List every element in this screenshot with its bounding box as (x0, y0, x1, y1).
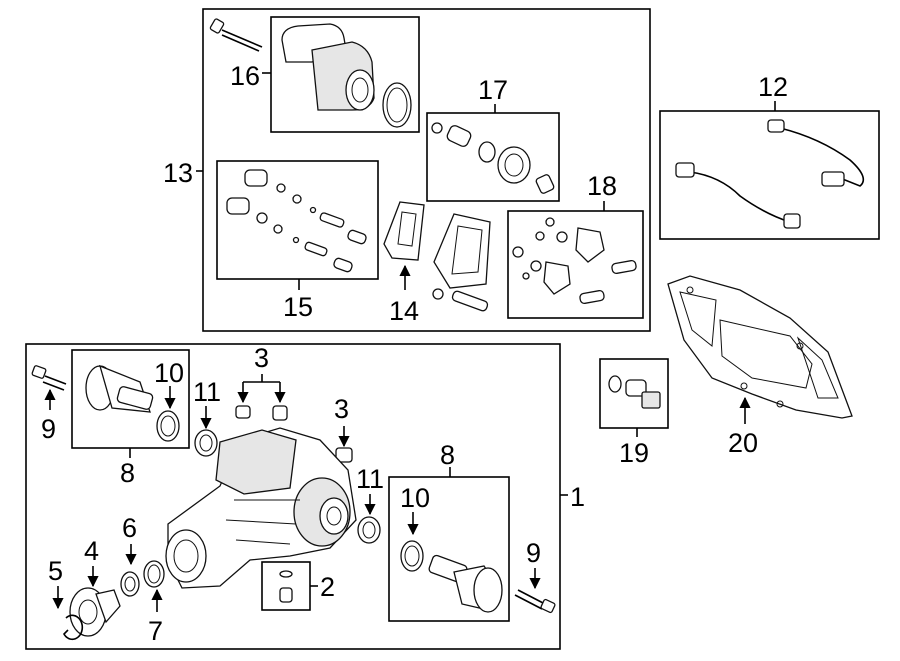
part-14-control-module[interactable] (383, 201, 491, 312)
part-20-mount-plate[interactable] (667, 275, 853, 419)
part-3-plug-right[interactable] (335, 447, 353, 463)
part-10-seal-right[interactable] (400, 540, 424, 572)
part-2-drain-plug[interactable] (279, 570, 293, 603)
part-5-circlip[interactable] (63, 614, 84, 641)
group-box-15 (216, 160, 379, 280)
part-9-bolt-right[interactable] (514, 589, 556, 614)
callout-5[interactable]: 5 (48, 556, 63, 586)
callout-7[interactable]: 7 (148, 616, 163, 646)
callout-3-top[interactable]: 3 (254, 343, 269, 373)
group-box-2 (261, 561, 311, 611)
callout-14[interactable]: 14 (389, 296, 419, 326)
bolt-icon (209, 18, 263, 52)
callout-20[interactable]: 20 (728, 428, 758, 458)
part-3-plug-top[interactable] (235, 405, 288, 421)
callout-17[interactable]: 17 (478, 75, 508, 105)
part-7-oring[interactable] (143, 560, 165, 588)
callout-19[interactable]: 19 (619, 438, 649, 468)
callout-11-left[interactable]: 11 (193, 377, 221, 407)
callout-10-right[interactable]: 10 (400, 483, 430, 513)
part-8-flange-left[interactable] (85, 364, 154, 413)
part-6-seal[interactable] (120, 571, 140, 597)
part-11-washer-left[interactable] (194, 429, 218, 457)
part-4-drive-flange[interactable] (69, 587, 121, 637)
group-box-8-right (388, 476, 510, 622)
callout-16[interactable]: 16 (230, 61, 260, 91)
callout-2[interactable]: 2 (320, 572, 335, 602)
callout-1[interactable]: 1 (570, 482, 585, 512)
part-12-breather-hose[interactable] (675, 119, 865, 229)
callout-15[interactable]: 15 (283, 292, 313, 322)
group-box-18 (507, 210, 644, 319)
callout-9-right[interactable]: 9 (526, 538, 541, 568)
callout-13[interactable]: 13 (163, 158, 193, 188)
part-15-fastener-kit[interactable] (226, 169, 367, 273)
part-18-sensor-kit[interactable] (512, 217, 637, 305)
callout-11-right[interactable]: 11 (356, 464, 384, 494)
part-19-sensor[interactable] (608, 375, 661, 409)
part-9-bolt-left[interactable] (31, 365, 67, 391)
callout-12[interactable]: 12 (758, 72, 788, 102)
part-16-actuator[interactable] (262, 16, 420, 133)
callout-4[interactable]: 4 (84, 536, 99, 566)
callout-18[interactable]: 18 (587, 171, 617, 201)
part-11-washer-right[interactable] (357, 516, 381, 544)
part-17-seal-kit[interactable] (431, 122, 555, 194)
part-10-seal-left[interactable] (156, 410, 180, 442)
part-8-flange-right[interactable] (428, 554, 503, 613)
callout-9-left[interactable]: 9 (41, 414, 56, 444)
group-box-12 (659, 110, 880, 240)
group-box-17 (426, 112, 560, 202)
callout-8-right[interactable]: 8 (440, 440, 455, 470)
callout-6[interactable]: 6 (122, 513, 137, 543)
group-box-13 (202, 8, 651, 332)
callout-8-left[interactable]: 8 (120, 458, 135, 488)
callout-3-right[interactable]: 3 (334, 394, 349, 424)
part-1-differential-housing[interactable] (165, 427, 357, 589)
group-box-16 (270, 16, 420, 133)
group-box-1 (25, 343, 561, 650)
group-box-19 (599, 358, 669, 429)
callout-10-left[interactable]: 10 (154, 358, 184, 388)
